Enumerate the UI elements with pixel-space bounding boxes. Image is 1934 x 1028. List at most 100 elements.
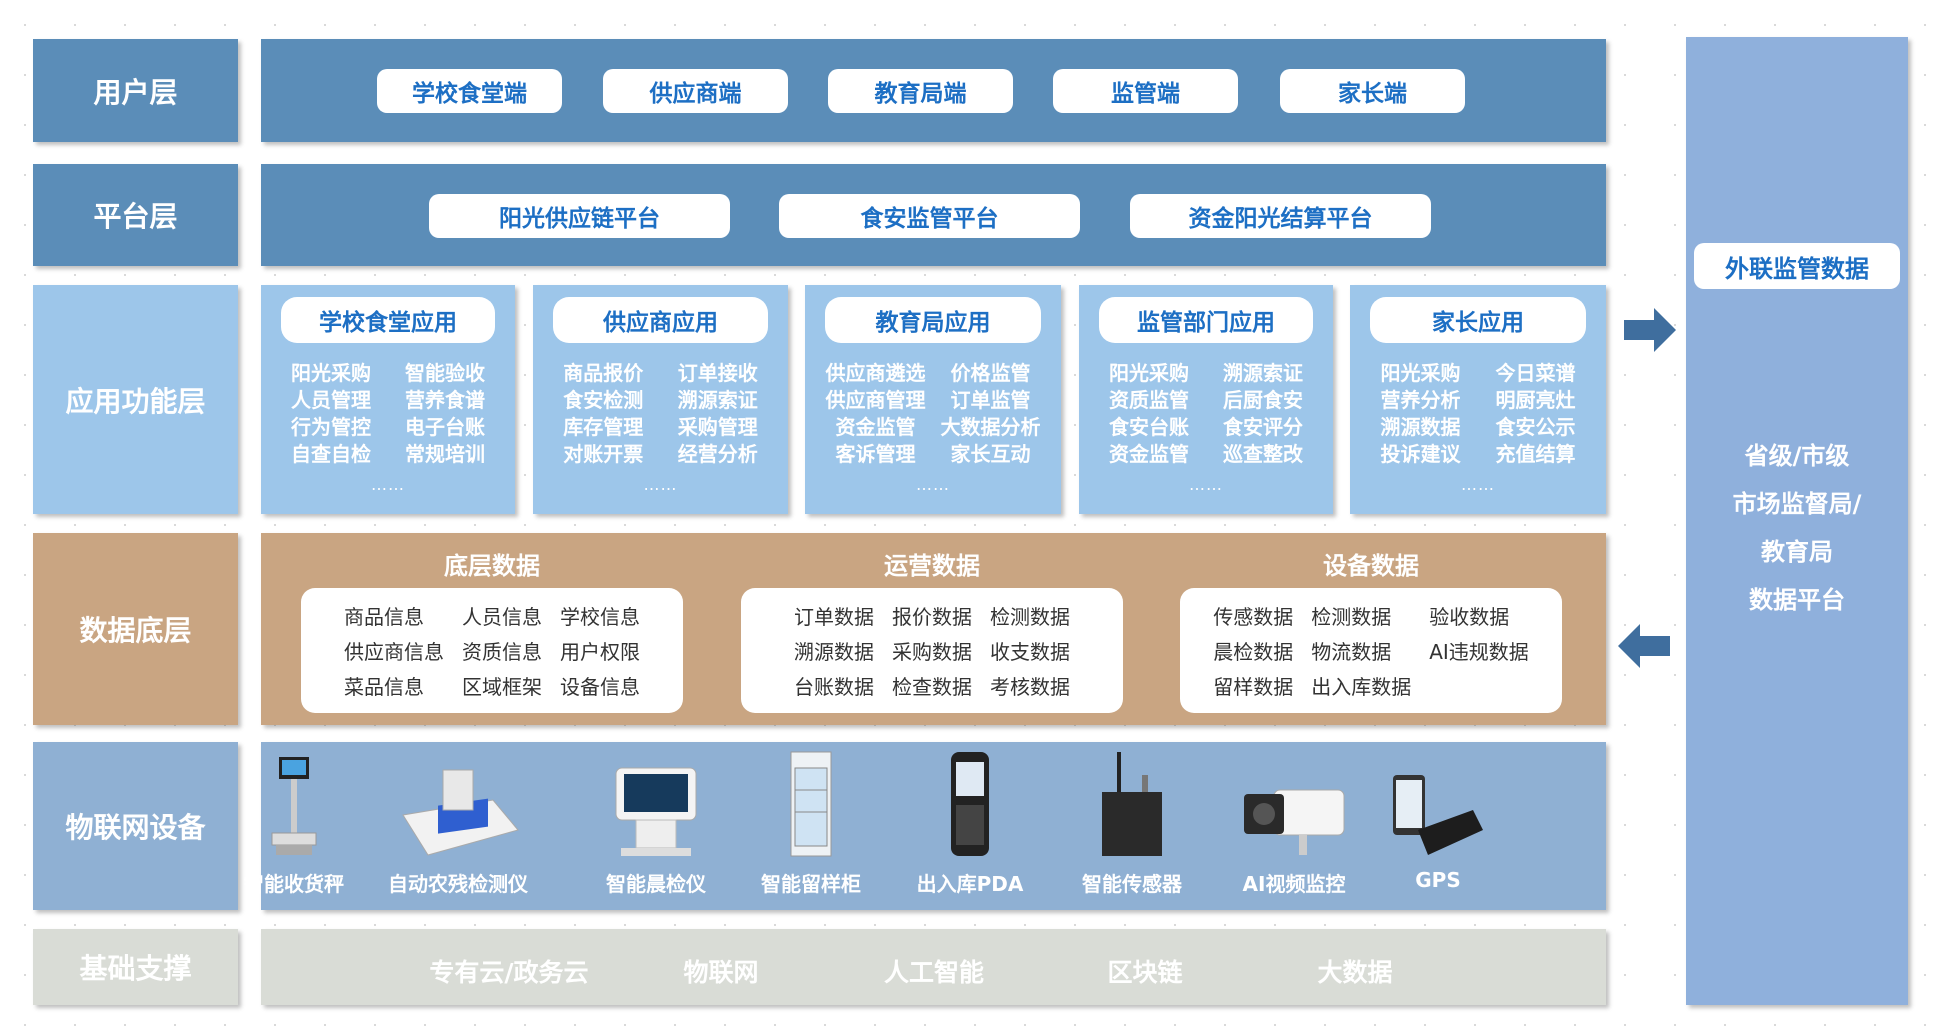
app-feature-list: 阳光采购今日菜谱营养分析明厨亮灶溯源数据食安公示投诉建议充值结算 — [1350, 360, 1606, 468]
user-end-button[interactable]: 教育局端 — [828, 69, 1013, 113]
data-item: 台账数据 — [794, 675, 874, 699]
base-support-item: 物联网 — [683, 958, 759, 987]
pesticide-tester-icon — [383, 750, 533, 860]
device-name: AI视频监控 — [1242, 872, 1346, 896]
data-item: 物流数据 — [1311, 640, 1392, 664]
app-feature: 食安检测 — [563, 388, 644, 412]
app-feature: 常规培训 — [405, 442, 485, 466]
iot-device: 智能留样柜 — [736, 750, 886, 897]
data-item: AI违规数据 — [1429, 640, 1529, 664]
data-group-box: 商品信息人员信息学校信息供应商信息资质信息用户权限菜品信息区域框架设备信息 — [301, 588, 683, 713]
app-feature: 后厨食安 — [1223, 388, 1303, 412]
app-feature: 资金监管 — [1109, 442, 1189, 466]
layer-label-iot: 物联网设备 — [33, 742, 238, 910]
app-feature: 大数据分析 — [940, 415, 1041, 439]
platform-button[interactable]: 资金阳光结算平台 — [1130, 194, 1431, 238]
data-item: 菜品信息 — [344, 675, 424, 699]
data-item: 验收数据 — [1429, 605, 1510, 629]
arrow-right-icon — [1624, 308, 1676, 352]
layer-label-data: 数据底层 — [33, 533, 238, 725]
scale-icon — [219, 750, 369, 860]
data-group-title: 设备数据 — [1323, 552, 1419, 580]
app-feature: 食安评分 — [1223, 415, 1303, 439]
base-support-item: 专有云/政务云 — [429, 958, 589, 987]
gps-icon — [1363, 750, 1513, 860]
device-name: 智能传感器 — [1082, 872, 1182, 896]
app-card: 家长应用 阳光采购今日菜谱营养分析明厨亮灶溯源数据食安公示投诉建议充值结算 …… — [1350, 285, 1606, 514]
camera-icon — [1219, 750, 1369, 860]
data-item: 供应商信息 — [344, 640, 444, 664]
data-item: 区域框架 — [462, 675, 542, 699]
app-feature: 对账开票 — [563, 442, 644, 466]
layer-label-user: 用户层 — [33, 39, 238, 142]
layer-label-platform: 平台层 — [33, 164, 238, 266]
app-feature: 经营分析 — [677, 442, 758, 466]
app-feature: 巡查整改 — [1223, 442, 1303, 466]
device-name: 自动农残检测仪 — [388, 872, 528, 896]
data-group-box: 订单数据报价数据检测数据溯源数据采购数据收支数据台账数据检查数据考核数据 — [741, 588, 1123, 713]
external-line: 省级/市级 — [1744, 442, 1850, 470]
app-feature: 资质监管 — [1109, 388, 1189, 412]
app-feature: 溯源数据 — [1380, 415, 1461, 439]
platform-button[interactable]: 食安监管平台 — [779, 194, 1080, 238]
external-line: 数据平台 — [1749, 586, 1845, 614]
pda-icon — [895, 750, 1045, 860]
external-platform-panel: 外联监管数据 省级/市级 市场监督局/ 教育局 数据平台 — [1686, 37, 1908, 1005]
iot-device: 智能晨检仪 — [581, 750, 731, 897]
app-feature: 阳光采购 — [291, 361, 371, 385]
base-support-item: 区块链 — [1107, 958, 1183, 987]
app-feature-list: 阳光采购溯源索证资质监管后厨食安食安台账食安评分资金监管巡查整改 — [1079, 360, 1333, 468]
more-ellipsis: …… — [916, 475, 950, 494]
app-feature: 充值结算 — [1495, 442, 1576, 466]
user-end-button[interactable]: 供应商端 — [603, 69, 788, 113]
app-feature: 库存管理 — [563, 415, 644, 439]
more-ellipsis: …… — [1461, 475, 1495, 494]
app-feature: 供应商管理 — [825, 388, 926, 412]
data-item: 商品信息 — [344, 605, 424, 629]
app-feature: 营养分析 — [1380, 388, 1461, 412]
data-item: 报价数据 — [892, 605, 972, 629]
data-item: 人员信息 — [462, 605, 542, 629]
data-item: 学校信息 — [560, 605, 640, 629]
app-feature: 自查自检 — [291, 442, 371, 466]
more-ellipsis: …… — [643, 475, 678, 494]
app-feature: 客诉管理 — [835, 442, 916, 466]
external-line: 教育局 — [1761, 538, 1833, 566]
user-end-button[interactable]: 监管端 — [1053, 69, 1238, 113]
user-end-button[interactable]: 家长端 — [1280, 69, 1465, 113]
external-line: 市场监督局/ — [1732, 490, 1862, 518]
more-ellipsis: …… — [371, 475, 405, 494]
external-platform-text: 省级/市级 市场监督局/ 教育局 数据平台 — [1686, 432, 1908, 624]
iot-device: 自动农残检测仪 — [383, 750, 533, 897]
app-card-title: 供应商应用 — [553, 297, 768, 343]
app-feature: 商品报价 — [563, 361, 644, 385]
data-item: 考核数据 — [990, 675, 1070, 699]
data-item: 晨检数据 — [1213, 640, 1294, 664]
external-data-title: 外联监管数据 — [1694, 243, 1900, 289]
data-item: 留样数据 — [1213, 675, 1294, 699]
data-item: 出入库数据 — [1311, 675, 1412, 699]
data-item: 资质信息 — [462, 640, 542, 664]
more-ellipsis: …… — [1189, 475, 1223, 494]
app-feature: 今日菜谱 — [1495, 361, 1576, 385]
data-item: 订单数据 — [794, 605, 874, 629]
app-feature: 阳光采购 — [1380, 361, 1461, 385]
app-feature: 价格监管 — [950, 361, 1031, 385]
layer-label-app: 应用功能层 — [33, 285, 238, 514]
user-end-button[interactable]: 学校食堂端 — [377, 69, 562, 113]
iot-device: 智能收货秤 — [219, 750, 369, 897]
data-item: 溯源数据 — [794, 640, 874, 664]
device-name: 智能收货秤 — [244, 872, 344, 896]
app-feature: 电子台账 — [405, 415, 485, 439]
data-item: 检测数据 — [1311, 605, 1392, 629]
app-feature: 智能验收 — [405, 361, 485, 385]
data-item: 收支数据 — [990, 640, 1070, 664]
app-card: 教育局应用 供应商遴选价格监管供应商管理订单监管资金监管大数据分析客诉管理家长互… — [805, 285, 1061, 514]
app-feature: 人员管理 — [291, 388, 371, 412]
app-card-title: 家长应用 — [1370, 297, 1586, 343]
base-support-item: 大数据 — [1317, 958, 1393, 987]
sensor-icon — [1057, 750, 1207, 860]
iot-device: GPS — [1363, 750, 1513, 892]
platform-button[interactable]: 阳光供应链平台 — [429, 194, 730, 238]
device-name: 智能留样柜 — [761, 872, 861, 896]
